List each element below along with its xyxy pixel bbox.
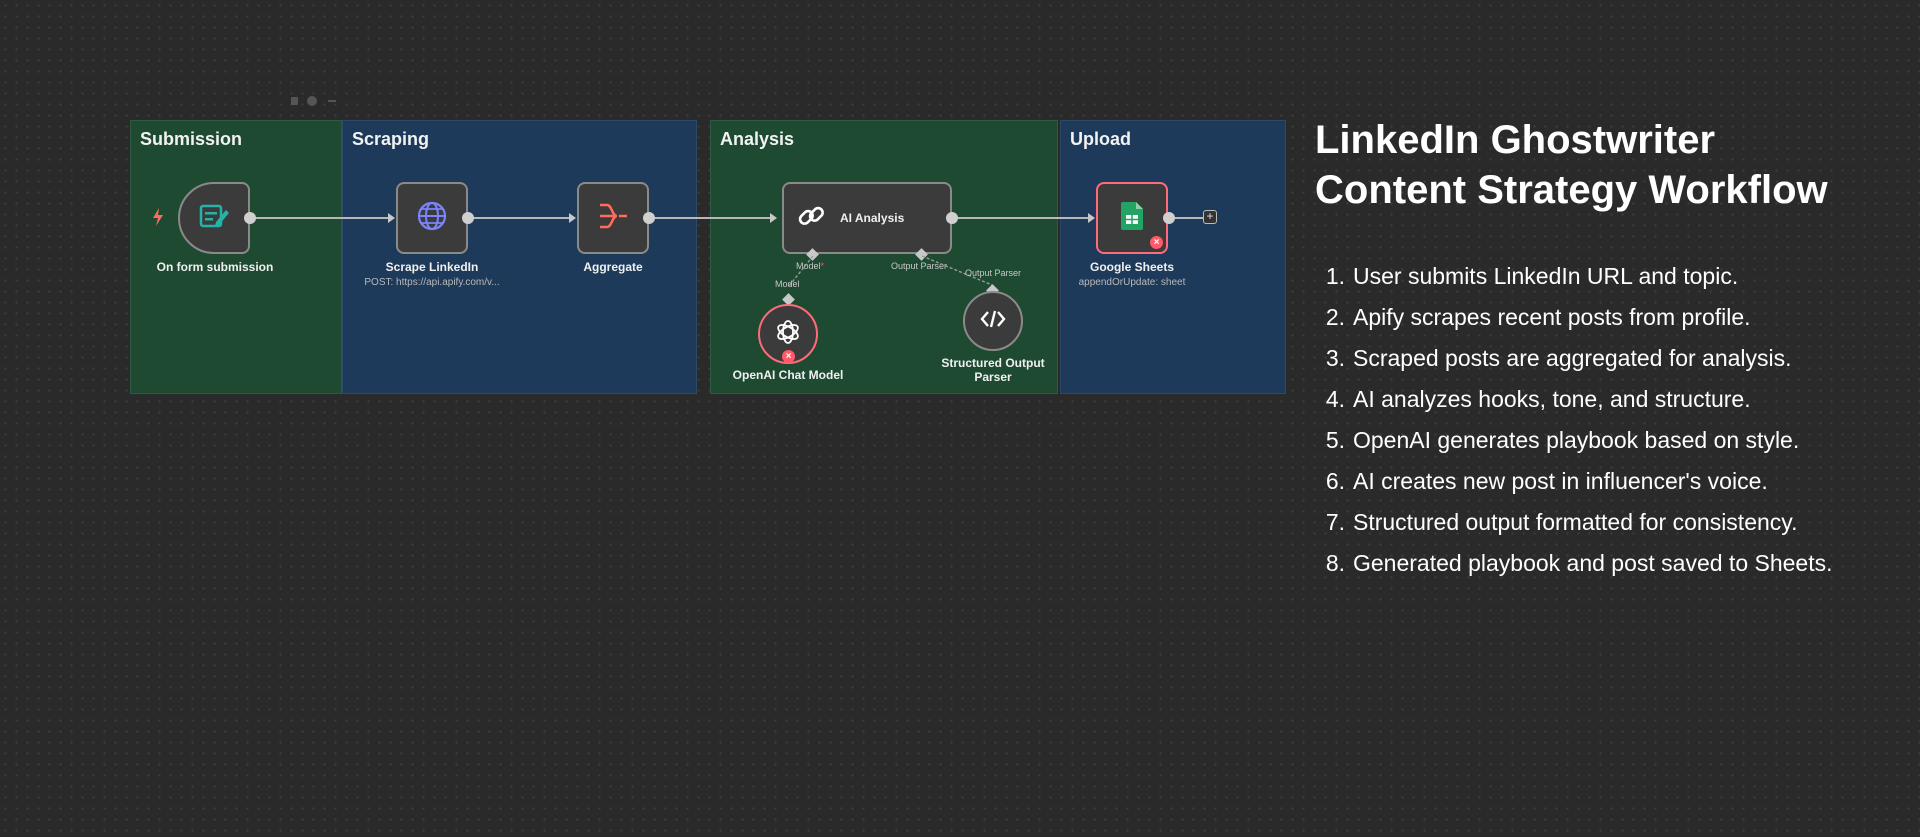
edge-arrow bbox=[770, 213, 777, 223]
group-label: Analysis bbox=[720, 129, 795, 149]
group-submission: Submission bbox=[130, 120, 342, 394]
node-label: Aggregate bbox=[583, 260, 643, 274]
minus-icon[interactable] bbox=[328, 100, 336, 102]
error-icon: × bbox=[1150, 236, 1163, 249]
workflow-canvas: Submission Scraping Analysis Upload On f… bbox=[130, 120, 1286, 394]
connector-label: Output Parser bbox=[965, 268, 1022, 278]
list-item: 1. User submits LinkedIn URL and topic. bbox=[1315, 256, 1875, 297]
step-number: 5. bbox=[1325, 427, 1345, 453]
output-port[interactable] bbox=[946, 212, 958, 224]
output-port[interactable] bbox=[462, 212, 474, 224]
step-text: Apify scrapes recent posts from profile. bbox=[1353, 304, 1751, 330]
group-label: Scraping bbox=[352, 129, 430, 149]
step-number: 1. bbox=[1325, 263, 1345, 289]
output-port[interactable] bbox=[1163, 212, 1175, 224]
edge-arrow bbox=[388, 213, 395, 223]
add-node-button[interactable]: + bbox=[1203, 210, 1217, 224]
node-label: Structured Output Parser bbox=[941, 356, 1045, 384]
node-aggregate[interactable] bbox=[577, 182, 649, 254]
list-item: 5. OpenAI generates playbook based on sty… bbox=[1315, 420, 1875, 461]
edge-sheets-add bbox=[1169, 217, 1203, 219]
step-text: Structured output formatted for consiste… bbox=[1353, 509, 1798, 535]
node-label: OpenAI Chat Model bbox=[732, 368, 844, 382]
connector-label: Model bbox=[775, 279, 800, 289]
edge-arrow bbox=[1088, 213, 1095, 223]
step-number: 8. bbox=[1325, 550, 1345, 576]
node-structured-output-parser[interactable] bbox=[963, 291, 1023, 351]
step-text: AI analyzes hooks, tone, and structure. bbox=[1353, 386, 1751, 412]
step-text: Generated playbook and post saved to She… bbox=[1353, 550, 1833, 576]
lightning-icon bbox=[152, 208, 164, 226]
list-item: 8. Generated playbook and post saved to S… bbox=[1315, 543, 1875, 584]
plus-icon: + bbox=[1206, 209, 1214, 223]
node-openai-chat-model[interactable]: × bbox=[758, 304, 818, 364]
steps-list: 1. User submits LinkedIn URL and topic. 2… bbox=[1315, 256, 1875, 584]
node-google-sheets[interactable]: × bbox=[1096, 182, 1168, 254]
list-item: 2. Apify scrapes recent posts from profil… bbox=[1315, 297, 1875, 338]
group-upload: Upload bbox=[1060, 120, 1286, 394]
step-text: OpenAI generates playbook based on style… bbox=[1353, 427, 1800, 453]
edge-scrape-aggregate bbox=[469, 217, 570, 219]
google-sheets-icon bbox=[1121, 201, 1143, 235]
error-icon: × bbox=[782, 350, 795, 363]
node-label: Google Sheets bbox=[1089, 260, 1175, 274]
edge-form-scrape bbox=[251, 217, 389, 219]
group-label: Upload bbox=[1070, 129, 1131, 149]
list-item: 3. Scraped posts are aggregated for analy… bbox=[1315, 338, 1875, 379]
step-text: AI creates new post in influencer's voic… bbox=[1353, 468, 1768, 494]
step-text: User submits LinkedIn URL and topic. bbox=[1353, 263, 1739, 289]
sub-edges bbox=[788, 255, 993, 287]
node-label: On form submission bbox=[156, 260, 274, 274]
globe-icon bbox=[416, 200, 448, 237]
step-number: 7. bbox=[1325, 509, 1345, 535]
settings-icon[interactable] bbox=[307, 96, 317, 106]
aggregate-icon bbox=[597, 202, 629, 235]
node-label: AI Analysis bbox=[840, 211, 905, 225]
title-line: Content Strategy Workflow bbox=[1315, 168, 1828, 212]
node-form-submission[interactable] bbox=[178, 182, 250, 254]
step-number: 3. bbox=[1325, 345, 1345, 371]
group-label: Submission bbox=[140, 129, 243, 149]
step-number: 4. bbox=[1325, 386, 1345, 412]
step-number: 2. bbox=[1325, 304, 1345, 330]
output-port[interactable] bbox=[643, 212, 655, 224]
form-icon bbox=[199, 202, 229, 235]
edge-ai-sheets bbox=[952, 217, 1089, 219]
step-text: Scraped posts are aggregated for analysi… bbox=[1353, 345, 1792, 371]
canvas-toolbar bbox=[289, 95, 339, 107]
list-item: 7. Structured output formatted for consis… bbox=[1315, 502, 1875, 543]
trash-icon[interactable] bbox=[291, 97, 298, 105]
node-ai-analysis[interactable]: AI Analysis bbox=[782, 182, 952, 254]
edge-aggregate-ai bbox=[651, 217, 771, 219]
node-subtitle: appendOrUpdate: sheet bbox=[1078, 277, 1186, 288]
connector-label: Output Parser bbox=[891, 261, 948, 271]
openai-icon bbox=[774, 318, 802, 351]
chain-link-icon bbox=[796, 201, 826, 236]
output-port[interactable] bbox=[244, 212, 256, 224]
node-scrape-linkedin[interactable] bbox=[396, 182, 468, 254]
title-line: LinkedIn Ghostwriter bbox=[1315, 118, 1716, 162]
code-icon bbox=[980, 309, 1006, 334]
node-label: Scrape LinkedIn bbox=[385, 260, 479, 274]
connector-label: Model* bbox=[796, 261, 825, 271]
list-item: 4. AI analyzes hooks, tone, and structure… bbox=[1315, 379, 1875, 420]
edge-arrow bbox=[569, 213, 576, 223]
step-number: 6. bbox=[1325, 468, 1345, 494]
group-scraping: Scraping bbox=[342, 120, 697, 394]
node-subtitle: POST: https://api.apify.com/v... bbox=[364, 277, 500, 288]
list-item: 6. AI creates new post in influencer's vo… bbox=[1315, 461, 1875, 502]
page-title: LinkedIn Ghostwriter Content Strategy Wo… bbox=[1315, 115, 1828, 215]
